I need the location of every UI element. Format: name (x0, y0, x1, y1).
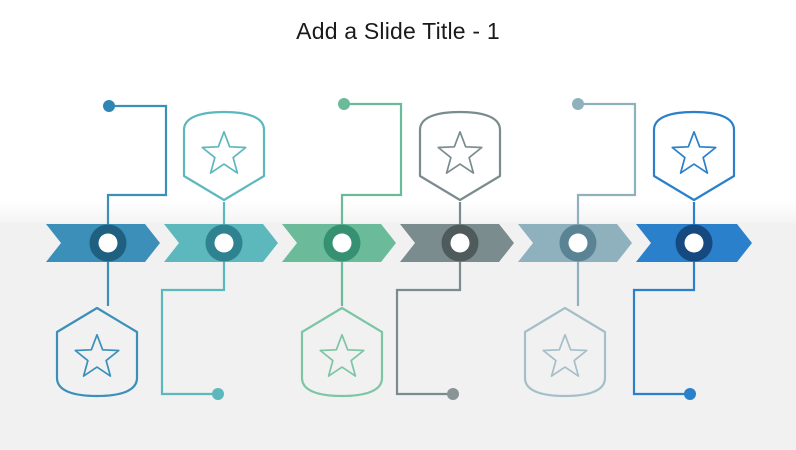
endpoint-dot-2[interactable] (212, 388, 224, 400)
star-icon (201, 130, 247, 174)
chevron-bar-layer (46, 224, 752, 262)
endpoint-dot-5[interactable] (572, 98, 584, 110)
endpoint-dot-3[interactable] (338, 98, 350, 110)
milestone-node-center-1[interactable] (98, 233, 118, 253)
milestone-node-center-6[interactable] (684, 233, 704, 253)
star-icon (319, 333, 365, 377)
star-icon (437, 130, 483, 174)
star-icon (542, 333, 588, 377)
badge-shield-5[interactable] (523, 306, 607, 398)
node-layer (89, 224, 713, 262)
badge-shield-3[interactable] (300, 306, 384, 398)
milestone-node-center-3[interactable] (332, 233, 352, 253)
connector-route-bottom-4 (395, 257, 462, 396)
milestone-node-center-4[interactable] (450, 233, 470, 253)
endpoint-dot-4[interactable] (447, 388, 459, 400)
page-title: Add a Slide Title - 1 (296, 18, 500, 44)
endpoint-dot-6[interactable] (684, 388, 696, 400)
badge-shield-2[interactable] (182, 110, 266, 202)
star-icon (74, 333, 120, 377)
connector-route-bottom-6 (632, 257, 696, 396)
milestone-node-center-2[interactable] (214, 233, 234, 253)
star-icon (671, 130, 717, 174)
badge-shield-4[interactable] (418, 110, 502, 202)
endpoint-dot-layer (103, 98, 696, 400)
connector-route-top-1 (106, 104, 168, 229)
milestone-node-center-5[interactable] (568, 233, 588, 253)
connector-route-bottom-2 (160, 257, 226, 396)
badge-shield-1[interactable] (55, 306, 139, 398)
badge-layer (55, 110, 736, 398)
endpoint-dot-1[interactable] (103, 100, 115, 112)
badge-shield-6[interactable] (652, 110, 736, 202)
connector-route-top-5 (576, 102, 637, 229)
connector-route-top-3 (340, 102, 403, 229)
